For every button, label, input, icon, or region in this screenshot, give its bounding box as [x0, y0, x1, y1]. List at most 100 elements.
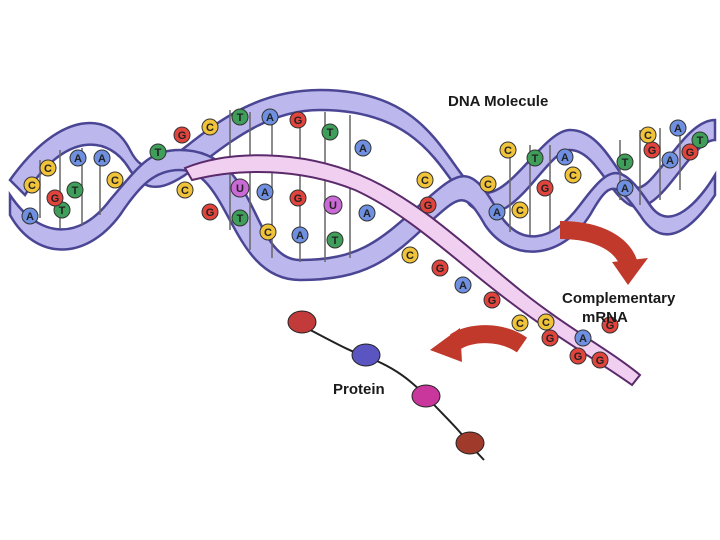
- base-circle: [454, 276, 472, 294]
- base-a-inner-5: A: [358, 204, 376, 222]
- arrow-dna-to-mrna: [559, 221, 648, 285]
- base-g-right_helix-4: G: [536, 179, 554, 197]
- base-t-inner-10: T: [326, 231, 344, 249]
- base-letter: T: [155, 147, 162, 159]
- base-letter: G: [424, 200, 433, 212]
- base-circle: [661, 151, 679, 169]
- base-letter: C: [569, 170, 577, 182]
- base-circle: [601, 316, 619, 334]
- base-circle: [574, 329, 592, 347]
- base-letter: A: [621, 183, 629, 195]
- base-a-upper_left-1: A: [69, 149, 87, 167]
- base-letter: T: [72, 185, 79, 197]
- base-letter: U: [329, 200, 337, 212]
- base-circle: [639, 126, 657, 144]
- base-letter: G: [178, 130, 187, 142]
- base-circle: [321, 123, 339, 141]
- base-letter: G: [596, 355, 605, 367]
- base-letter: T: [622, 157, 629, 169]
- protein-amino-acids: [287, 310, 485, 455]
- base-g-mrna_tail-4: G: [569, 347, 587, 365]
- base-g-upper_mid-4: G: [289, 111, 307, 129]
- base-a-right_helix-8: A: [661, 151, 679, 169]
- base-letter: C: [421, 175, 429, 187]
- base-c-lower_mid-0: C: [401, 246, 419, 264]
- base-letter: T: [697, 135, 704, 147]
- base-letter: A: [674, 123, 682, 135]
- base-letter: T: [237, 213, 244, 225]
- base-circle: [149, 143, 167, 161]
- base-circle: [291, 226, 309, 244]
- base-letter: U: [236, 183, 244, 195]
- base-circle: [358, 204, 376, 222]
- amino-acid-bead-2: [411, 384, 441, 408]
- base-letter: C: [644, 130, 652, 142]
- base-letter: A: [359, 143, 367, 155]
- base-t-right_helix-12: T: [691, 131, 709, 149]
- base-circle: [691, 131, 709, 149]
- base-circle: [326, 231, 344, 249]
- base-letter: C: [181, 185, 189, 197]
- arrow-mrna-to-protein: [430, 325, 528, 362]
- base-letter: C: [206, 122, 214, 134]
- base-circle: [289, 111, 307, 129]
- base-g-right_helix-7: G: [643, 141, 661, 159]
- base-circle: [499, 141, 517, 159]
- base-circle: [259, 223, 277, 241]
- base-letter: T: [237, 112, 244, 124]
- base-circle: [201, 203, 219, 221]
- base-letter: A: [74, 153, 82, 165]
- base-c-lower_mid-4: C: [511, 314, 529, 332]
- base-letter: A: [493, 207, 501, 219]
- base-c-upper_left-9: C: [106, 171, 124, 189]
- base-letter: A: [459, 280, 467, 292]
- base-c-mrna_tail-0: C: [416, 171, 434, 189]
- base-circle: [176, 181, 194, 199]
- base-circle: [201, 118, 219, 136]
- base-a-mrna_tail-7: A: [574, 329, 592, 347]
- base-letter: G: [606, 320, 615, 332]
- base-letter: A: [296, 230, 304, 242]
- base-letter: C: [264, 227, 272, 239]
- base-circle: [354, 139, 372, 157]
- base-u-inner-1: U: [230, 178, 250, 198]
- base-g-inner-6: G: [201, 203, 219, 221]
- base-circle: [616, 179, 634, 197]
- mrna-label-line2: mRNA: [582, 309, 628, 326]
- base-letter: G: [546, 333, 555, 345]
- base-circle: [39, 159, 57, 177]
- base-g-lower_mid-3: G: [483, 291, 501, 309]
- base-c-right_helix-5: C: [564, 166, 582, 184]
- base-c-upper_left-4: C: [23, 176, 41, 194]
- base-circle: [419, 196, 437, 214]
- dna-backbone-lower: [8, 148, 717, 282]
- base-circle: [681, 143, 699, 161]
- base-circle: [23, 176, 41, 194]
- base-letter: G: [686, 147, 695, 159]
- base-letter: G: [574, 351, 583, 363]
- base-g-mrna_tail-8: G: [601, 316, 619, 334]
- base-circle: [230, 178, 250, 198]
- base-letter: A: [98, 153, 106, 165]
- protein-chain-line: [294, 321, 485, 461]
- base-circle: [256, 183, 274, 201]
- base-a-upper_mid-6: A: [354, 139, 372, 157]
- base-circle: [541, 329, 559, 347]
- base-c-mrna_tail-5: C: [537, 313, 555, 331]
- base-letter: A: [561, 152, 569, 164]
- base-c-mrna_tail-2: C: [511, 201, 529, 219]
- base-g-inner-3: G: [289, 189, 307, 207]
- base-letter: A: [266, 112, 274, 124]
- base-t-upper_left-8: T: [66, 181, 84, 199]
- base-letter: A: [666, 155, 674, 167]
- base-circle: [479, 175, 497, 193]
- base-g-upper_mid-0: G: [173, 126, 191, 144]
- base-g-right_helix-9: G: [681, 143, 699, 161]
- mrna-label-line1: Complementary: [562, 290, 676, 307]
- base-circle: [323, 195, 343, 215]
- base-circle: [401, 246, 419, 264]
- base-letter: G: [294, 115, 303, 127]
- base-t-right_helix-2: T: [526, 149, 544, 167]
- base-a-right_helix-13: A: [616, 179, 634, 197]
